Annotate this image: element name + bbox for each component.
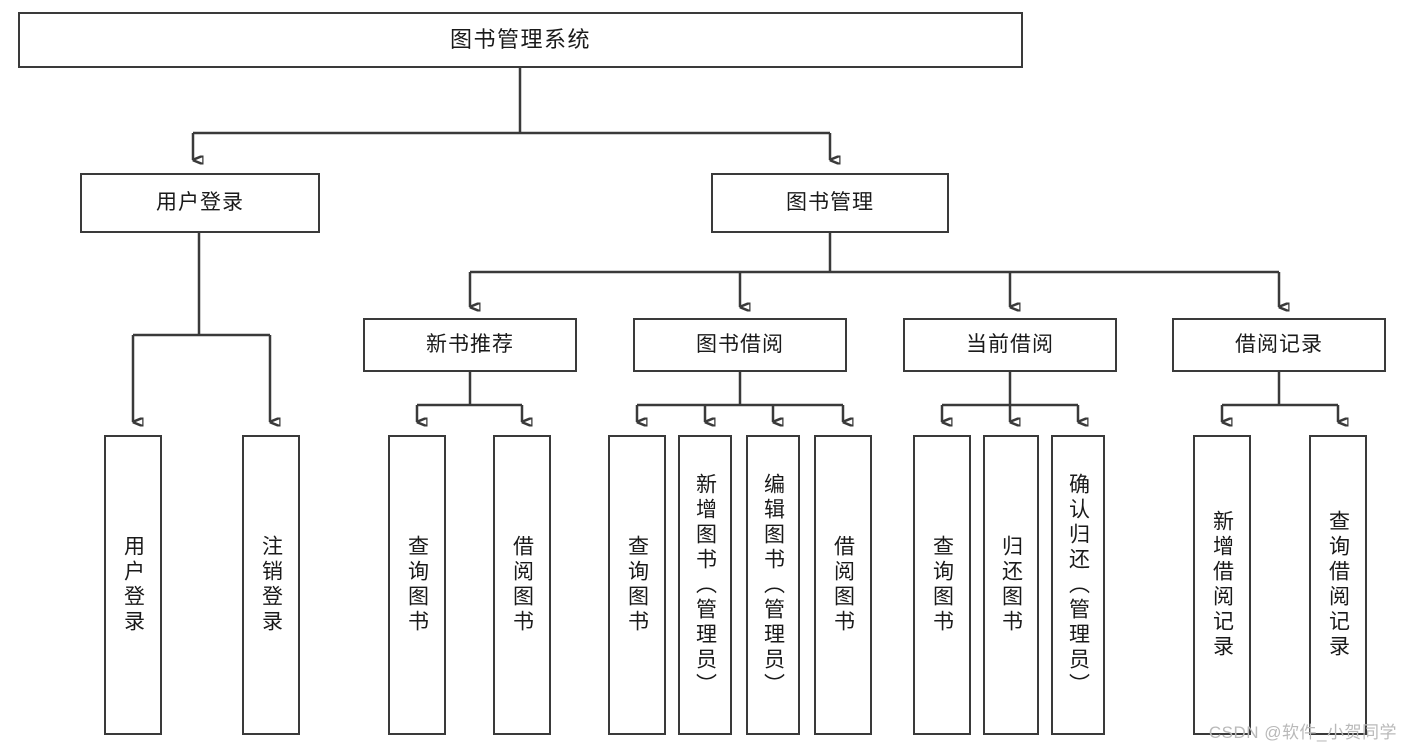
node-label: 借阅图书 bbox=[831, 535, 855, 635]
node-root-system[interactable]: 图书管理系统 bbox=[18, 12, 1023, 68]
leaf-user-login-logout[interactable]: 注销登录 bbox=[242, 435, 300, 735]
leaf-borrow-borrow-book[interactable]: 借阅图书 bbox=[814, 435, 872, 735]
node-label: 新增图书（管理员） bbox=[693, 472, 717, 698]
leaf-record-add-record[interactable]: 新增借阅记录 bbox=[1193, 435, 1251, 735]
leaf-current-confirm-return-admin[interactable]: 确认归还（管理员） bbox=[1051, 435, 1105, 735]
node-label: 借阅图书 bbox=[510, 535, 534, 635]
node-label: 确认归还（管理员） bbox=[1066, 472, 1090, 698]
node-label: 查询图书 bbox=[930, 535, 954, 635]
node-label: 图书借阅 bbox=[696, 332, 784, 356]
node-label: 用户登录 bbox=[121, 535, 145, 635]
node-label: 新书推荐 bbox=[426, 332, 514, 356]
node-label: 用户登录 bbox=[156, 190, 244, 214]
node-label: 新增借阅记录 bbox=[1210, 510, 1234, 660]
csdn-watermark: CSDN @软件_小贺同学 bbox=[1208, 723, 1397, 742]
leaf-current-return-book[interactable]: 归还图书 bbox=[983, 435, 1039, 735]
leaf-user-login-login[interactable]: 用户登录 bbox=[104, 435, 162, 735]
node-current-borrow[interactable]: 当前借阅 bbox=[903, 318, 1117, 372]
node-label: 编辑图书（管理员） bbox=[761, 472, 785, 698]
leaf-new-book-borrow[interactable]: 借阅图书 bbox=[493, 435, 551, 735]
node-label: 借阅记录 bbox=[1235, 332, 1323, 356]
node-label: 查询借阅记录 bbox=[1326, 510, 1350, 660]
node-user-login[interactable]: 用户登录 bbox=[80, 173, 320, 233]
node-label: 图书管理 bbox=[786, 190, 874, 214]
node-book-management[interactable]: 图书管理 bbox=[711, 173, 949, 233]
node-label: 图书管理系统 bbox=[449, 26, 591, 52]
node-label: 查询图书 bbox=[625, 535, 649, 635]
leaf-new-book-query[interactable]: 查询图书 bbox=[388, 435, 446, 735]
node-book-borrow[interactable]: 图书借阅 bbox=[633, 318, 847, 372]
leaf-record-query-record[interactable]: 查询借阅记录 bbox=[1309, 435, 1367, 735]
node-label: 注销登录 bbox=[259, 535, 283, 635]
node-borrow-record[interactable]: 借阅记录 bbox=[1172, 318, 1386, 372]
node-new-book-recommend[interactable]: 新书推荐 bbox=[363, 318, 577, 372]
node-label: 当前借阅 bbox=[966, 332, 1054, 356]
leaf-borrow-edit-book-admin[interactable]: 编辑图书（管理员） bbox=[746, 435, 800, 735]
leaf-borrow-add-book-admin[interactable]: 新增图书（管理员） bbox=[678, 435, 732, 735]
node-label: 查询图书 bbox=[405, 535, 429, 635]
node-label: 归还图书 bbox=[999, 535, 1023, 635]
leaf-current-query-book[interactable]: 查询图书 bbox=[913, 435, 971, 735]
leaf-borrow-query-book[interactable]: 查询图书 bbox=[608, 435, 666, 735]
